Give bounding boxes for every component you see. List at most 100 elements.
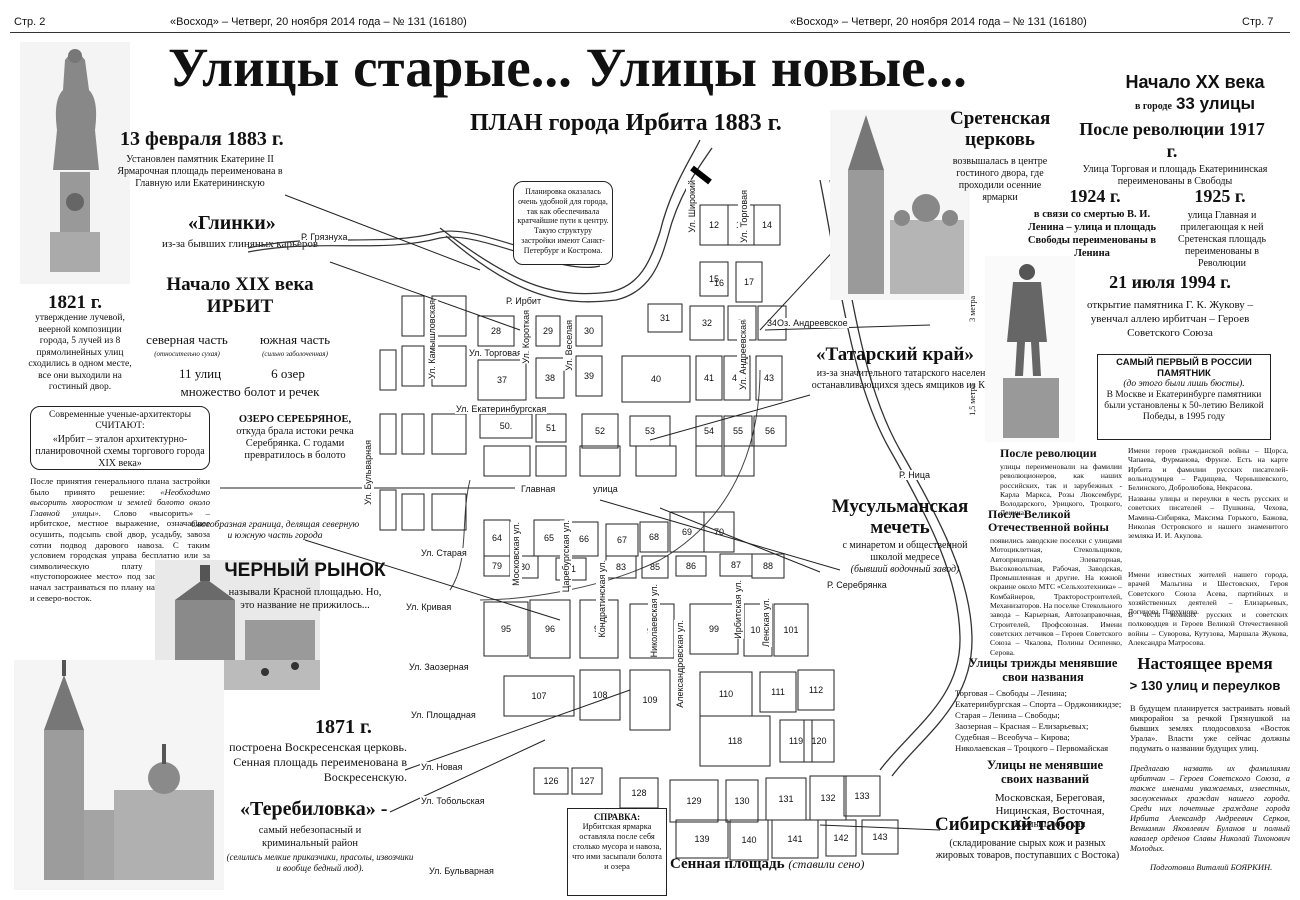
street-novaya: Ул. Новая — [420, 762, 464, 772]
block-number: 96 — [545, 624, 555, 634]
city-block — [753, 204, 781, 246]
city-block — [575, 355, 603, 397]
future-text: В будущем планируется застраивать новый … — [1130, 704, 1290, 753]
block-number: 65 — [544, 533, 554, 543]
city-block — [529, 599, 571, 659]
decision-block: После принятия генерального плана застро… — [30, 476, 210, 603]
block-number: 79 — [492, 561, 502, 571]
street-irbitskaya: Ирбитская ул. — [732, 580, 744, 639]
block-number: 67 — [617, 535, 627, 545]
lake-title: ОЗЕРО СЕРЕБРЯНОЕ, — [238, 414, 352, 425]
sennaya-note: (ставили сено) — [788, 857, 865, 871]
spravka-text: Ирбитская ярмарка оставляла после себя с… — [572, 822, 662, 871]
after-war-head: После Великой Отечественной войны — [988, 507, 1109, 534]
sennaya-title: Сенная площадь — [670, 856, 785, 872]
height-3m: 3 метра — [968, 296, 977, 322]
city-block — [579, 445, 621, 477]
street-lenskaya: Ленская ул. — [760, 598, 772, 647]
city-block — [779, 719, 813, 763]
city-block — [533, 767, 569, 795]
block-number: 111 — [771, 687, 785, 697]
sretenskaya-title: Сретенская церковь — [950, 108, 1051, 150]
street-krivaya: Ул. Кривая — [405, 602, 453, 612]
city-block — [773, 603, 809, 657]
city-block — [723, 445, 755, 477]
block-number: 99 — [709, 624, 719, 634]
proposal-text: Предлагаю назвать их фамилиями ирбитчан … — [1130, 764, 1290, 853]
city-block — [729, 819, 769, 861]
after-rev-text: улицы переименовали на фамилии революцио… — [1000, 462, 1122, 518]
city-block — [675, 819, 729, 859]
city-block — [379, 349, 397, 391]
city-block — [621, 355, 691, 403]
city-block — [699, 261, 729, 297]
river-gryaznukha: Р. Грязнуха — [300, 232, 349, 242]
block-number: 128 — [631, 788, 646, 798]
city-block — [751, 553, 785, 579]
year-1994-title: 21 июля 1994 г. — [1109, 272, 1231, 292]
street-staraya: Ул. Старая — [420, 548, 468, 558]
author-signature: Подготовил Виталий БОЯРКИН. — [1150, 862, 1273, 872]
block-number: 53 — [645, 426, 655, 436]
block-number: 100 — [750, 625, 765, 635]
masthead-left: «Восход» – Четверг, 20 ноября 2014 года … — [170, 16, 467, 28]
decision-rest: Слово «высорить» – ирбитское, местное вы… — [30, 507, 211, 603]
after-war-text: появились заводские поселки с улицами Мо… — [990, 536, 1122, 657]
xx-century-count: 33 улицы — [1175, 94, 1256, 113]
year-1925-title: 1925 г. — [1194, 186, 1246, 206]
thrice-item: Заозерная – Красная – Елизарьевых; — [955, 721, 1089, 731]
street-ulitsa: улица — [592, 484, 619, 494]
city-block — [703, 511, 735, 553]
city-block — [753, 415, 787, 447]
swamps-text: множество болот и речек — [180, 384, 320, 399]
block-number: 29 — [543, 326, 553, 336]
zhukov-monument-photo — [985, 256, 1075, 442]
block-number: 39 — [584, 371, 594, 381]
sibir-text: (складирование сырых кож и разных жировы… — [935, 838, 1120, 861]
block-number: 83 — [616, 562, 626, 572]
river-nitsa: Р. Ница — [898, 470, 931, 480]
block-number: 80 — [520, 562, 530, 572]
city-block — [431, 493, 467, 531]
block-number: 52 — [595, 426, 605, 436]
city-block — [639, 521, 669, 553]
city-block — [759, 671, 797, 713]
block-number: 107 — [531, 691, 546, 701]
block-number: 118 — [728, 736, 742, 746]
tatar-title: «Татарский край» — [816, 344, 974, 365]
year-1883-title: 13 февраля 1883 г. — [120, 128, 284, 150]
lake-text: откуда брала истоки речка Серебрянка. С … — [236, 426, 354, 461]
block-number: 139 — [694, 834, 709, 844]
after-rev-head: После революции — [1000, 446, 1097, 460]
city-block — [771, 819, 819, 859]
writers-text: Названы улицы и переулки в честь русских… — [1128, 494, 1288, 541]
city-block — [535, 413, 567, 443]
year-1871-title: 1871 г. — [315, 716, 372, 738]
decision-quote: «Необходимо высорить хворостом и землей … — [30, 486, 211, 518]
xx-century-title: Начало XX века — [1125, 72, 1265, 92]
year-1924-title: 1924 г. — [1069, 186, 1121, 206]
black-market-text: называли Красной площадью. Но, это назва… — [228, 587, 382, 611]
city-block — [401, 345, 425, 387]
city-block — [477, 315, 515, 347]
block-number: 54 — [704, 426, 714, 436]
mosque-note: (бывший водочный завод) — [850, 564, 960, 575]
first-monument-note: (до этого были лишь бюсты). — [1123, 379, 1245, 389]
generals-text: В честь великих русских и советских полк… — [1128, 610, 1288, 647]
city-block — [843, 775, 881, 817]
layout-note-box: Планировка оказалась очень удобной для г… — [513, 181, 613, 265]
city-block — [479, 413, 533, 439]
block-number: 31 — [660, 313, 670, 323]
block-number: 120 — [811, 736, 826, 746]
city-block — [629, 669, 671, 731]
city-block — [477, 359, 527, 401]
streets-11: 11 улиц — [178, 366, 222, 381]
block-number: 85 — [650, 562, 660, 572]
map-title: ПЛАН города Ирбита 1883 г. — [470, 110, 782, 136]
block-number: 130 — [734, 796, 749, 806]
city-block — [483, 601, 529, 657]
masthead-right: «Восход» – Четверг, 20 ноября 2014 года … — [790, 16, 1087, 28]
architects-box: Современные ученые-архитекторы СЧИТАЮТ: … — [30, 406, 210, 470]
xx-century-city: в городе — [1134, 101, 1172, 112]
